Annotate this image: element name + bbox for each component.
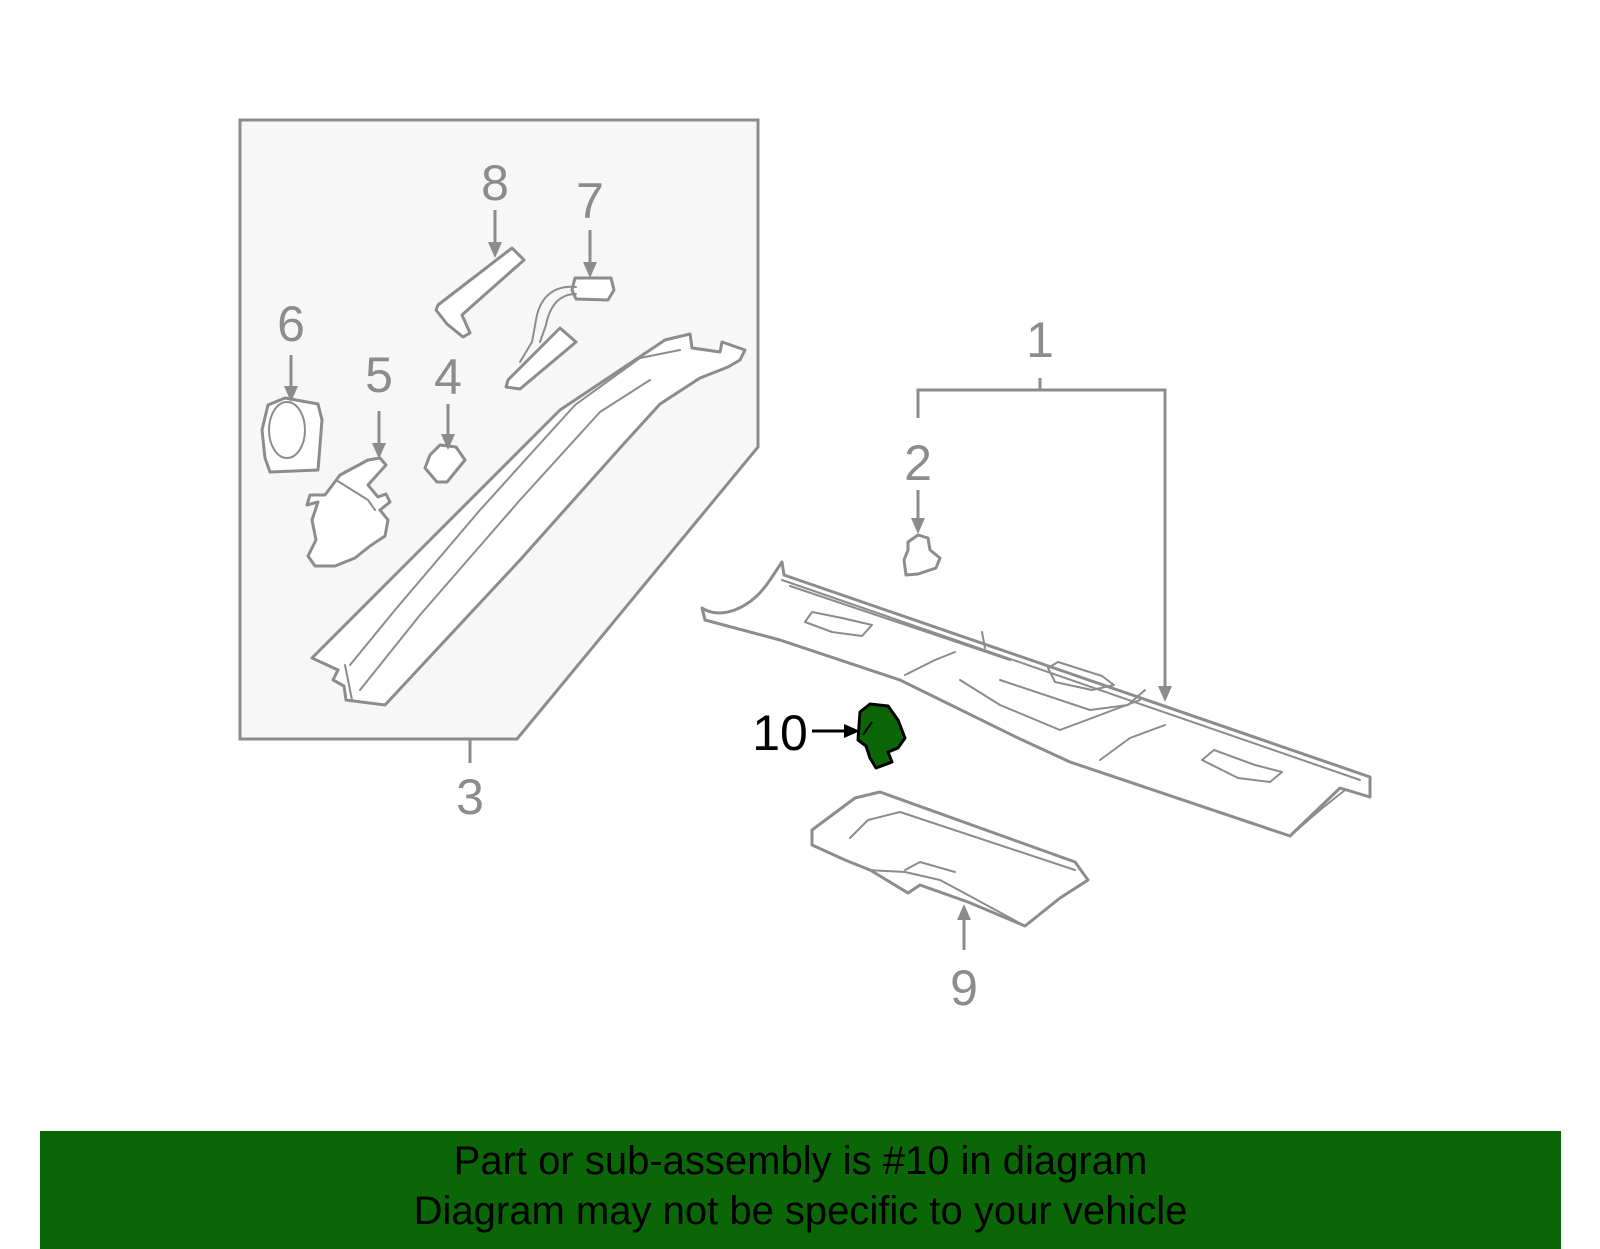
part-1-trim-panel (700, 560, 1372, 838)
part-10-highlighted (856, 702, 907, 770)
callout-9: 9 (950, 960, 978, 1016)
leader-8 (488, 210, 502, 258)
callout-8: 8 (481, 155, 509, 211)
part-4-clip (423, 443, 467, 484)
part-7-harness (504, 276, 616, 391)
part-9-bezel (810, 790, 1090, 928)
part-5-clip (305, 456, 392, 568)
banner-line-2: Diagram may not be specific to your vehi… (413, 1189, 1188, 1233)
info-banner: Part or sub-assembly is #10 in diagram D… (40, 1131, 1561, 1249)
leader-6 (284, 355, 298, 402)
callout-3: 3 (456, 769, 484, 825)
leader-2 (911, 490, 925, 534)
callout-2: 2 (904, 435, 932, 491)
leader-10 (812, 724, 860, 738)
callout-4: 4 (434, 349, 462, 405)
leader-9 (957, 904, 971, 950)
callout-1: 1 (1026, 312, 1054, 368)
banner-line-1: Part or sub-assembly is #10 in diagram (453, 1139, 1148, 1183)
callout-6: 6 (277, 296, 305, 352)
callout-7: 7 (576, 173, 604, 229)
leader-5 (372, 411, 386, 459)
group-box (238, 118, 760, 741)
part-2-clip (902, 533, 942, 577)
callout-10: 10 (752, 705, 808, 761)
callout-5: 5 (365, 347, 393, 403)
leader-1 (916, 378, 1172, 702)
leader-7 (583, 230, 597, 278)
leader-4 (441, 404, 455, 450)
part-6-cover (260, 396, 324, 474)
part-3-pillar-trim (310, 332, 747, 707)
part-8-strip (434, 246, 526, 339)
